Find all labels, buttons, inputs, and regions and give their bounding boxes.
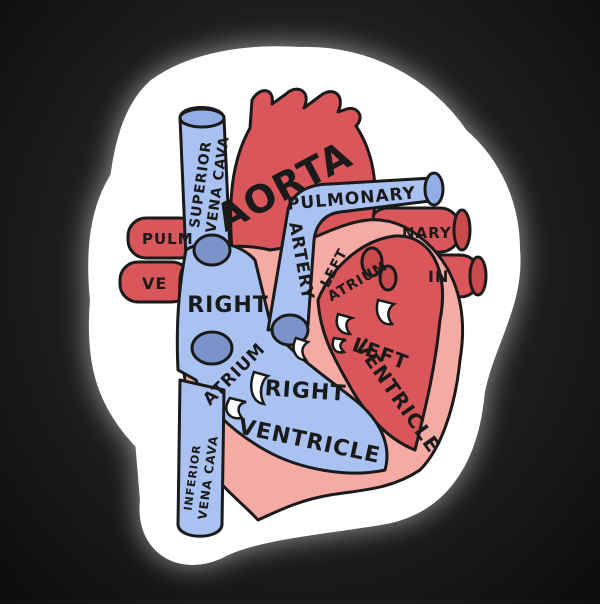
pulmonary-vein-opening-2: [378, 264, 398, 292]
left-ventricle-chamber: [316, 234, 445, 452]
right-vein-label: IN: [428, 267, 449, 286]
mitral-valve: [375, 298, 398, 326]
left-vein-label: VE: [142, 274, 167, 293]
ivc-opening: [190, 330, 234, 366]
right-pulmonary-vein-label: NARY: [402, 224, 452, 242]
right-atrium-label-1: RIGHT: [187, 293, 269, 318]
pulmonary-valve-opening: [270, 313, 310, 347]
right-ventricle-label-1: RIGHT: [264, 376, 347, 407]
left-pulmonary-vein-label: PULM: [142, 230, 194, 248]
tricuspid-valve: [250, 370, 271, 406]
pulmonary-vein-opening: [360, 246, 384, 278]
svc-opening: [192, 233, 232, 267]
inferior-vena-cava: [176, 378, 226, 538]
